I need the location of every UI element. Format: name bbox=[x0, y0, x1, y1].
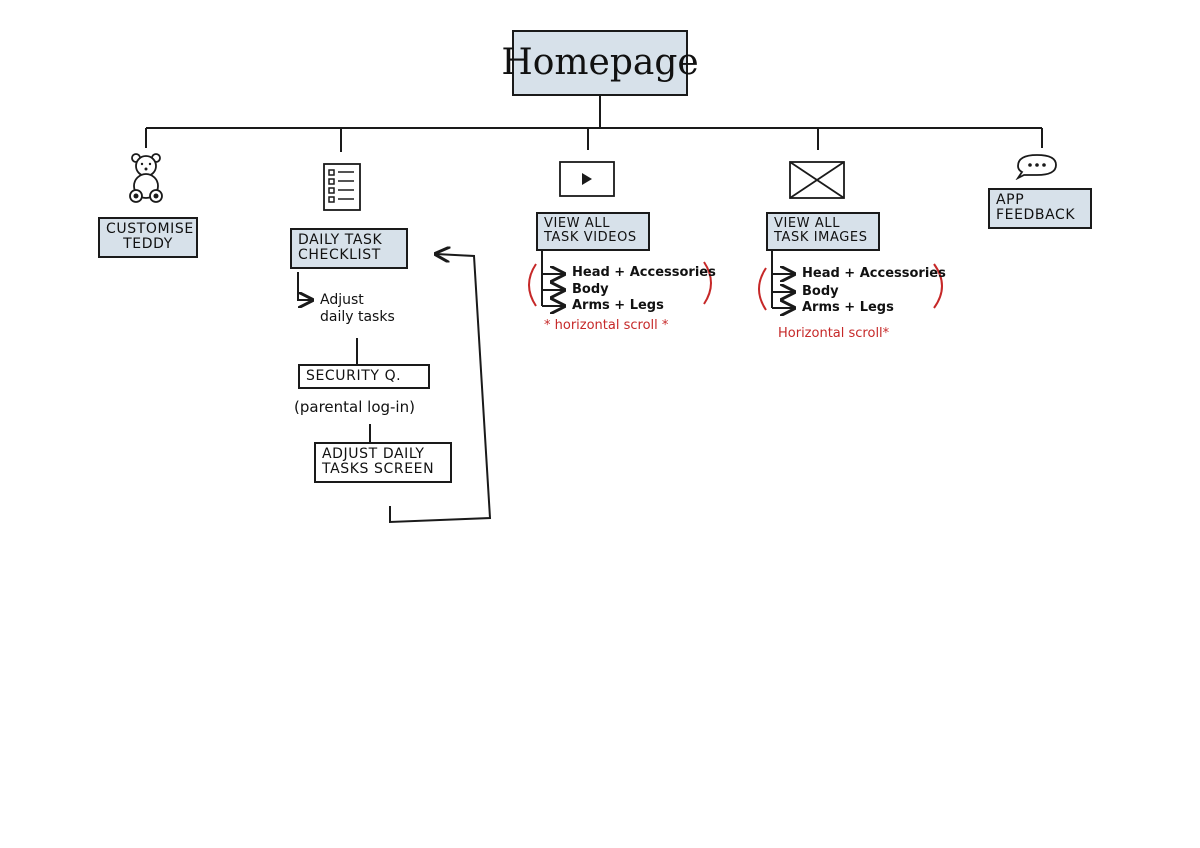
screen-line2: TASKS SCREEN bbox=[322, 461, 435, 478]
screen-line1: ADJUST DAILY bbox=[322, 446, 425, 462]
app-feedback-line1: APP bbox=[996, 192, 1025, 208]
customise-teddy-box: CUSTOMISE TEDDY bbox=[98, 217, 198, 258]
speech-bubble-icon bbox=[1015, 154, 1057, 180]
adjust-daily-tasks-text: Adjust daily tasks bbox=[320, 292, 395, 326]
images-item-arms-legs: Arms + Legs bbox=[802, 300, 894, 315]
task-images-box: VIEW ALL TASK IMAGES bbox=[766, 212, 880, 251]
adjust-line1: Adjust bbox=[320, 292, 364, 308]
image-placeholder-icon bbox=[789, 161, 845, 199]
task-videos-box: VIEW ALL TASK VIDEOS bbox=[536, 212, 650, 251]
daily-task-box: DAILY TASK CHECKLIST bbox=[290, 228, 408, 269]
parental-login-text: (parental log-in) bbox=[294, 398, 415, 416]
videos-item-body: Body bbox=[572, 282, 609, 297]
daily-task-line2: CHECKLIST bbox=[298, 247, 381, 264]
task-images-line2: TASK IMAGES bbox=[774, 230, 868, 246]
task-images-line1: VIEW ALL bbox=[774, 216, 841, 231]
app-feedback-box: APP FEEDBACK bbox=[988, 188, 1092, 229]
homepage-title: Homepage bbox=[501, 42, 699, 84]
task-videos-line2: TASK VIDEOS bbox=[544, 230, 637, 246]
customise-teddy-line2: TEDDY bbox=[123, 236, 173, 253]
videos-scroll-note: * horizontal scroll * bbox=[544, 318, 669, 333]
videos-item-arms-legs: Arms + Legs bbox=[572, 298, 664, 313]
customise-teddy-line1: CUSTOMISE bbox=[106, 221, 194, 237]
task-videos-line1: VIEW ALL bbox=[544, 216, 611, 231]
teddy-bear-icon bbox=[129, 153, 163, 203]
videos-item-head: Head + Accessories bbox=[572, 265, 716, 280]
images-scroll-note: Horizontal scroll* bbox=[778, 326, 890, 341]
images-item-head: Head + Accessories bbox=[802, 266, 946, 281]
video-play-icon bbox=[559, 161, 615, 197]
adjust-line2: daily tasks bbox=[320, 308, 395, 325]
checklist-icon bbox=[323, 163, 361, 211]
security-question-box: SECURITY Q. bbox=[298, 364, 430, 390]
homepage-box: Homepage bbox=[501, 30, 699, 96]
daily-task-line1: DAILY TASK bbox=[298, 232, 383, 248]
security-label: SECURITY Q. bbox=[306, 368, 402, 384]
app-feedback-line2: FEEDBACK bbox=[996, 207, 1076, 224]
images-item-body: Body bbox=[802, 284, 839, 299]
adjust-tasks-screen-box: ADJUST DAILY TASKS SCREEN bbox=[314, 442, 452, 483]
